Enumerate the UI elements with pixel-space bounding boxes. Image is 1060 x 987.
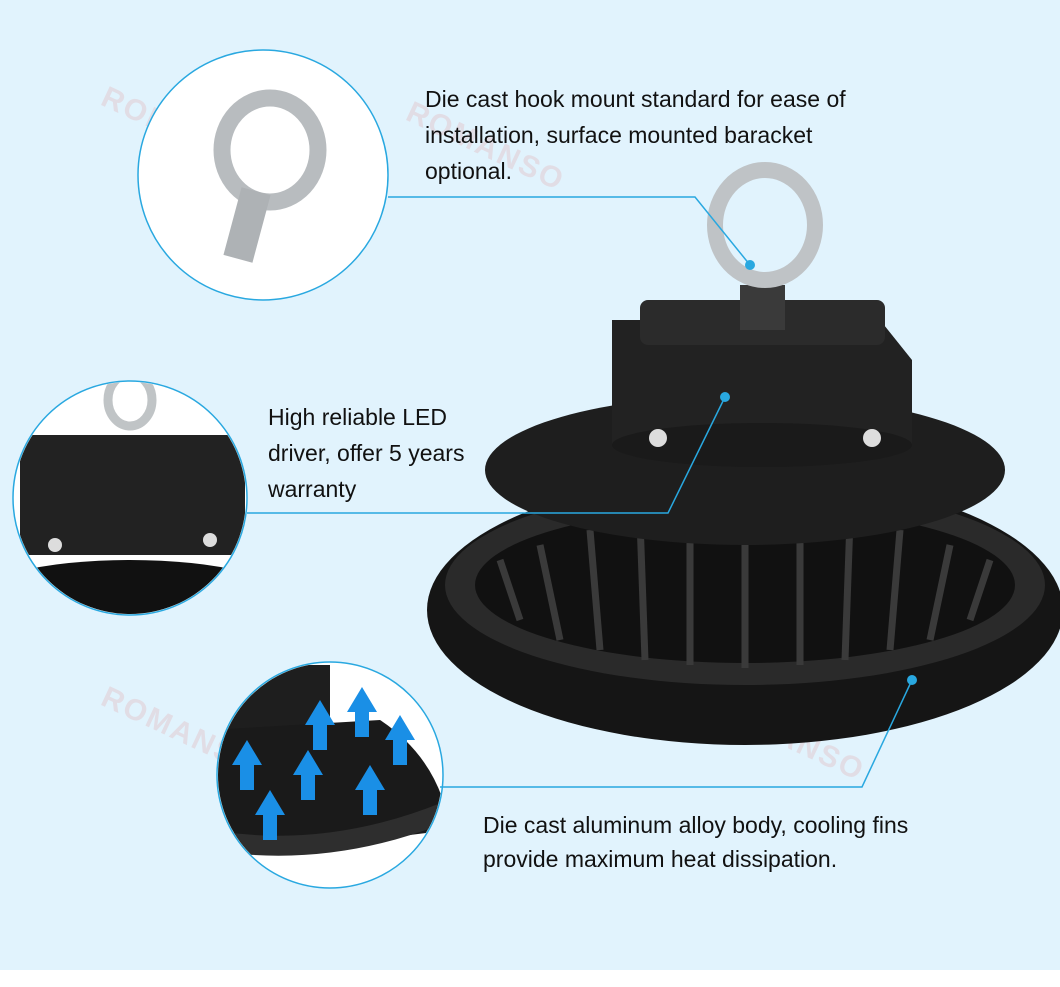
- hook-caption: Die cast hook mount standard for ease of…: [425, 86, 846, 184]
- driver-detail-circle: [12, 380, 248, 616]
- hook-marker-dot: [745, 260, 755, 270]
- body-caption: Die cast aluminum alloy body, cooling fi…: [483, 812, 909, 872]
- driver-caption: High reliable LED driver, offer 5 years …: [268, 404, 465, 502]
- hook-detail-circle: [137, 49, 389, 301]
- airflow-arrows: [232, 687, 415, 840]
- fins-detail-circle: [216, 661, 444, 889]
- driver-marker-dot: [720, 392, 730, 402]
- body-marker-dot: [907, 675, 917, 685]
- leader-lines: [247, 196, 913, 788]
- high-bay-lamp: [427, 162, 1060, 745]
